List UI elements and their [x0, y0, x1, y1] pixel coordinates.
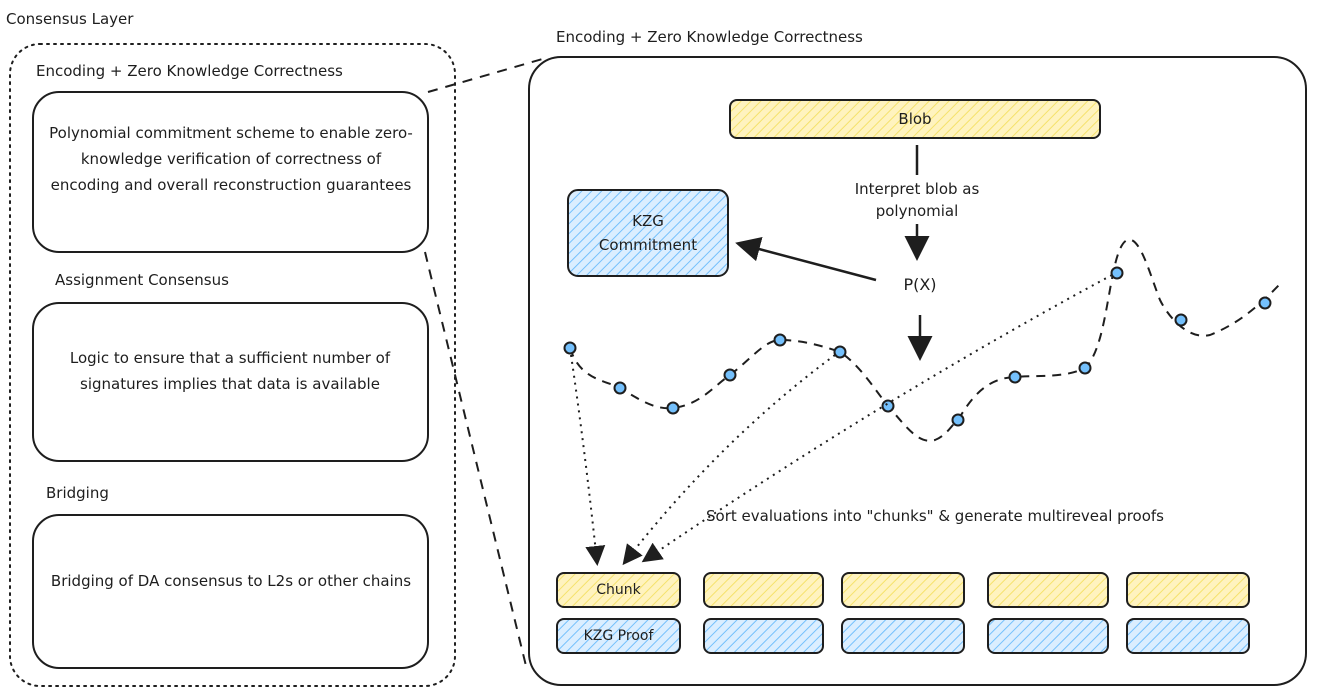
evaluation-points: [563, 266, 1272, 427]
evaluation-point: [881, 399, 895, 413]
proof-box-3: [841, 618, 965, 654]
chunk-box-1: [556, 572, 681, 608]
assignment-description: Logic to ensure that a sufficient number…: [69, 349, 391, 393]
consensus-layer-title: Consensus Layer: [6, 10, 134, 28]
evaluation-point: [1258, 296, 1272, 310]
evaluation-point: [1110, 266, 1124, 280]
chunk-box-2: [703, 572, 824, 608]
bridging-box: [32, 514, 429, 669]
kzg-proof-label: KZG Proof: [583, 628, 654, 644]
blob-label: Blob: [898, 110, 932, 128]
proof-box-1: [556, 618, 681, 654]
proof-box-2: [703, 618, 824, 654]
proof-box-4: [987, 618, 1109, 654]
evaluation-point: [1008, 370, 1022, 384]
consensus-layer-container: [9, 43, 456, 687]
blob-box: [729, 99, 1101, 139]
evaluation-point: [1174, 313, 1188, 327]
zoom-line-bottom: [424, 251, 528, 671]
evaluation-point: [833, 345, 847, 359]
evaluation-point: [563, 341, 577, 355]
assignment-box: [32, 302, 429, 462]
assignment-heading: Assignment Consensus: [55, 271, 229, 289]
kzg-commitment-box: [567, 189, 729, 277]
bridging-description: Bridging of DA consensus to L2s or other…: [50, 572, 412, 590]
chunk-label: Chunk: [596, 582, 641, 598]
encoding-description: Polynomial commitment scheme to enable z…: [49, 124, 413, 194]
evaluation-point: [1078, 361, 1092, 375]
encoding-detail-title: Encoding + Zero Knowledge Correctness: [556, 28, 863, 46]
sort-label: Sort evaluations into "chunks" & generat…: [706, 507, 1164, 525]
chunk-box-5: [1126, 572, 1250, 608]
interpret-label: Interpret blob as polynomial: [854, 180, 980, 220]
chunk-box-4: [987, 572, 1109, 608]
evaluation-point: [723, 368, 737, 382]
commitment-arrow: [735, 237, 877, 282]
bridging-heading: Bridging: [46, 484, 109, 502]
zoom-line-top: [427, 57, 547, 93]
evaluation-point: [951, 413, 965, 427]
poly-label: P(X): [903, 275, 937, 294]
kzg-commitment-label: KZG Commitment: [598, 212, 698, 254]
proof-box-5: [1126, 618, 1250, 654]
encoding-heading: Encoding + Zero Knowledge Correctness: [36, 62, 343, 80]
evaluation-point: [666, 401, 680, 415]
evaluation-point: [613, 381, 627, 395]
chunk-box-3: [841, 572, 965, 608]
evaluation-point: [773, 333, 787, 347]
encoding-box: [32, 91, 429, 253]
